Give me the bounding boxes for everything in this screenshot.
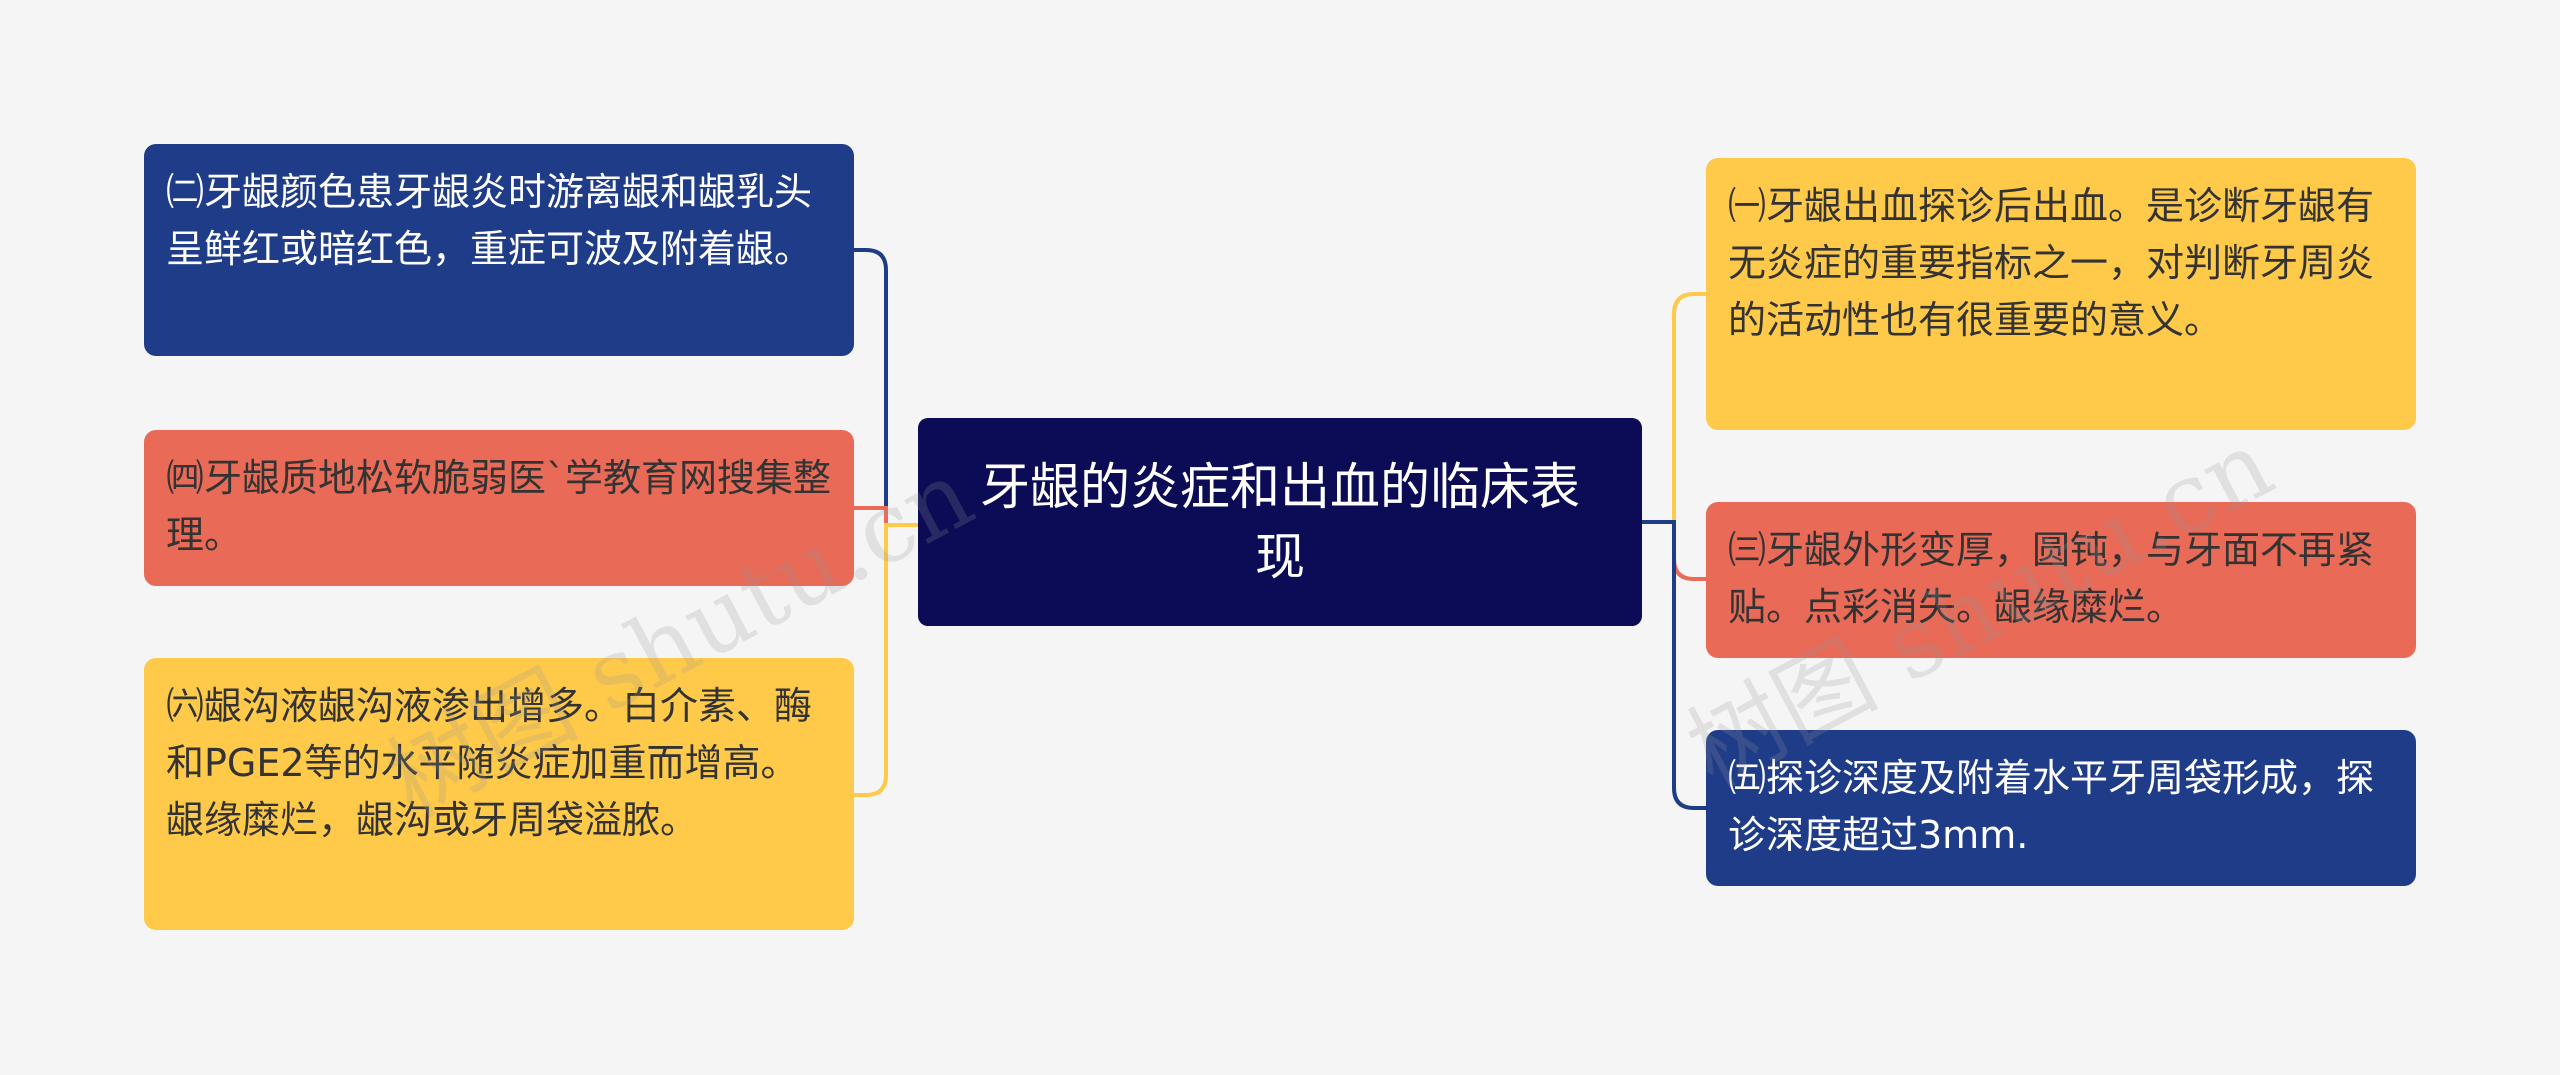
right-node-probing-depth[interactable]: ㈤探诊深度及附着水平牙周袋形成，探诊深度超过3mm. <box>1706 730 2416 886</box>
connector-left-2 <box>854 506 918 527</box>
left-node-gingival-color[interactable]: ㈡牙龈颜色患牙龈炎时游离龈和龈乳头呈鲜红或暗红色，重症可波及附着龈。 <box>144 144 854 356</box>
left-node-gingival-texture-text: ㈣牙龈质地松软脆弱医`学教育网搜集整理。 <box>166 456 832 557</box>
left-node-crevicular-fluid-text: ㈥龈沟液龈沟液渗出增多。白介素、酶和PGE2等的水平随炎症加重而增高。龈缘糜烂，… <box>166 684 813 842</box>
right-node-gingival-bleeding[interactable]: ㈠牙龈出血探诊后出血。是诊断牙龈有无炎症的重要指标之一，对判断牙周炎的活动性也有… <box>1706 158 2416 430</box>
right-node-gingival-shape[interactable]: ㈢牙龈外形变厚，圆钝，与牙面不再紧贴。点彩消失。龈缘糜烂。 <box>1706 502 2416 658</box>
left-node-crevicular-fluid[interactable]: ㈥龈沟液龈沟液渗出增多。白介素、酶和PGE2等的水平随炎症加重而增高。龈缘糜烂，… <box>144 658 854 930</box>
central-topic-text: 牙龈的炎症和出血的临床表现 <box>980 458 1580 586</box>
right-node-gingival-bleeding-text: ㈠牙龈出血探诊后出血。是诊断牙龈有无炎症的重要指标之一，对判断牙周炎的活动性也有… <box>1728 184 2375 342</box>
connector-right-1 <box>1642 292 1706 524</box>
left-node-gingival-color-text: ㈡牙龈颜色患牙龈炎时游离龈和龈乳头呈鲜红或暗红色，重症可波及附着龈。 <box>166 170 813 271</box>
connector-left-3 <box>854 523 918 797</box>
right-node-gingival-shape-text: ㈢牙龈外形变厚，圆钝，与牙面不再紧贴。点彩消失。龈缘糜烂。 <box>1728 528 2375 629</box>
right-node-probing-depth-text: ㈤探诊深度及附着水平牙周袋形成，探诊深度超过3mm. <box>1728 756 2375 857</box>
connector-right-3 <box>1642 520 1706 810</box>
left-node-gingival-texture[interactable]: ㈣牙龈质地松软脆弱医`学教育网搜集整理。 <box>144 430 854 586</box>
connector-left-1 <box>854 248 918 527</box>
central-topic[interactable]: 牙龈的炎症和出血的临床表现 <box>918 418 1642 626</box>
